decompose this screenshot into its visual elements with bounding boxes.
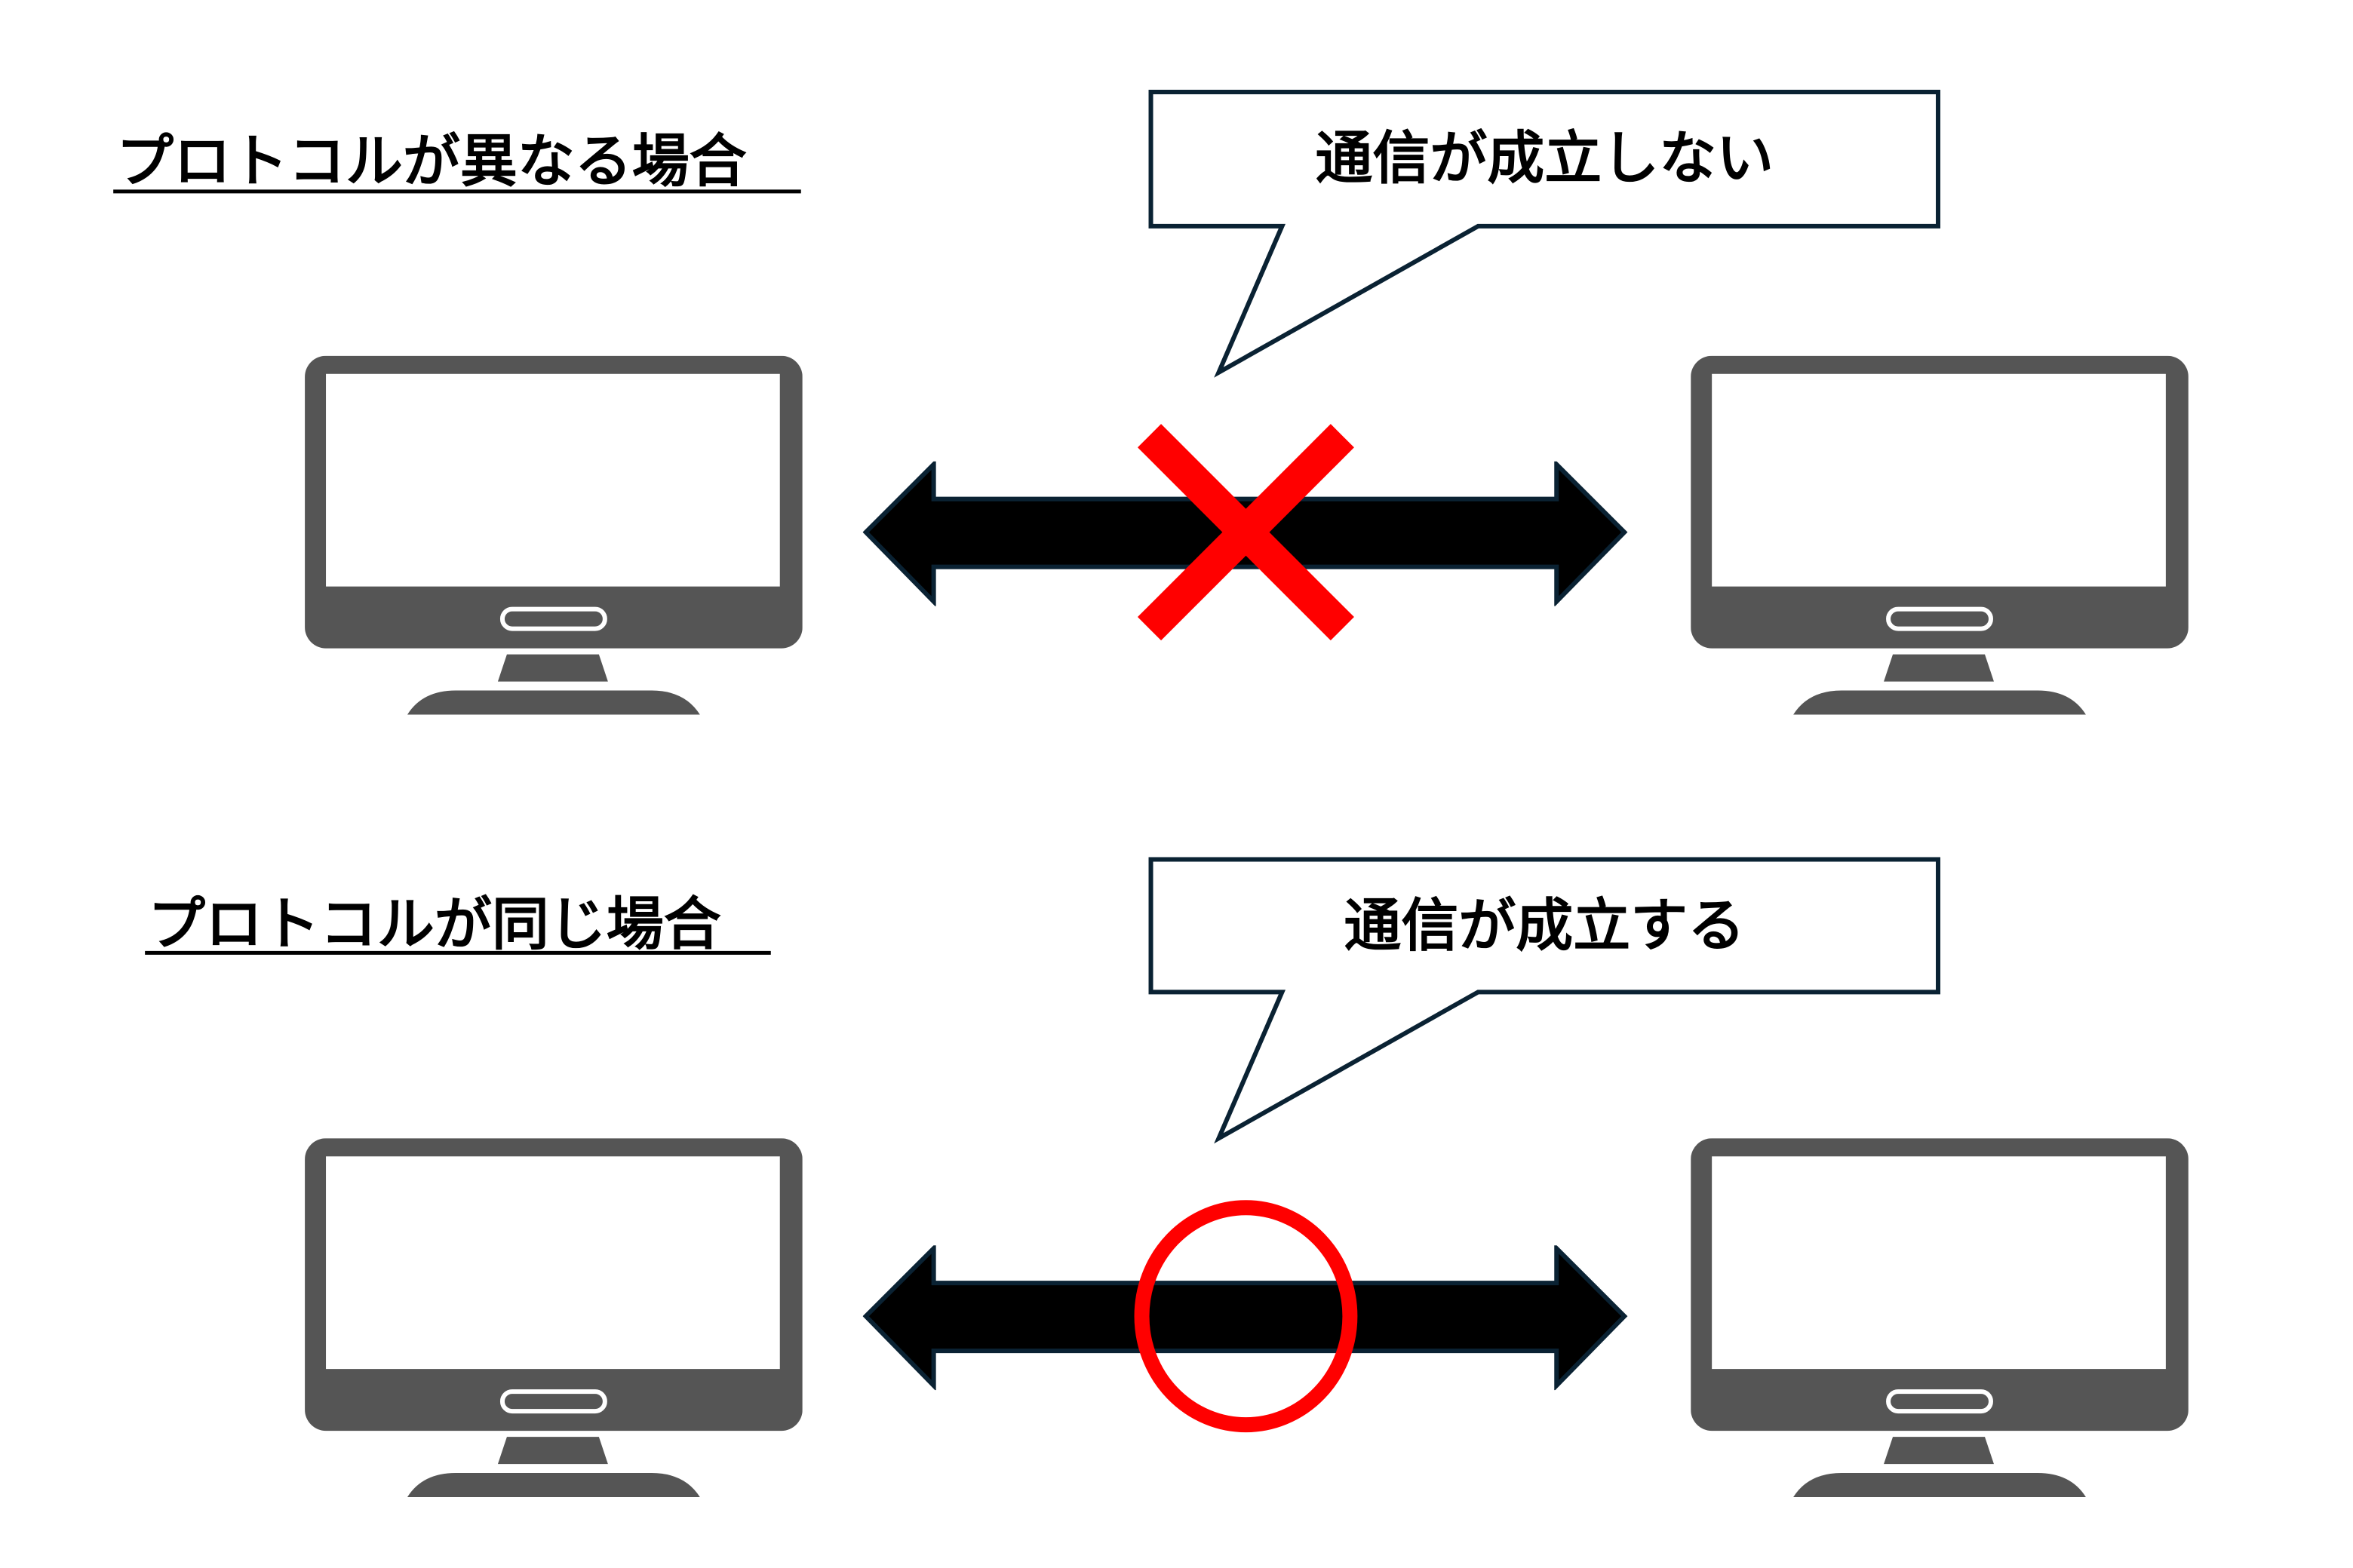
callout-bubble: 通信が成立する — [1148, 857, 1941, 1144]
callout-text: 通信が成立しない — [1315, 124, 1774, 192]
callout-text: 通信が成立する — [1344, 891, 1745, 959]
computer-monitor-icon — [305, 1138, 803, 1497]
computer-monitor-icon — [1691, 1138, 2189, 1497]
section-title: プロトコルが異なる場合 — [116, 127, 747, 195]
double-arrow-icon — [866, 1248, 1625, 1385]
computer-monitor-icon — [1691, 356, 2189, 715]
section-different-protocol: プロトコルが異なる場合 通信が成立しない — [113, 89, 2189, 715]
computer-monitor-icon — [305, 356, 803, 715]
section-same-protocol: プロトコルが同じ場合 通信が成立する — [145, 857, 2189, 1497]
section-title: プロトコルが同じ場合 — [148, 890, 721, 957]
circle-mark-icon — [1134, 1200, 1358, 1433]
cross-mark-icon — [1137, 424, 1354, 641]
callout-bubble: 通信が成立しない — [1148, 89, 1941, 378]
